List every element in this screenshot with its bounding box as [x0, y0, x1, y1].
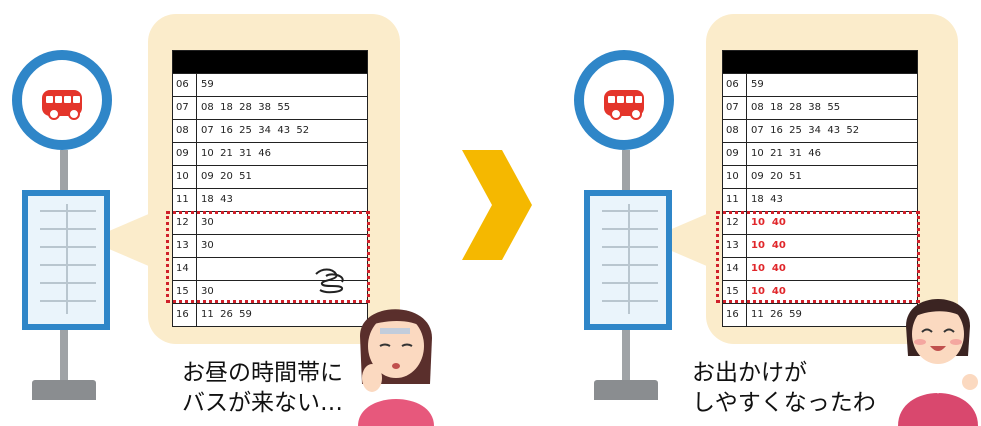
caption-after-line2: しやすくなったわ [692, 390, 876, 416]
timetable-hour: 10 [173, 166, 197, 188]
midday-highlight [166, 211, 370, 303]
midday-highlight [716, 211, 920, 303]
timetable-hour: 11 [723, 189, 747, 211]
timetable-row: 15 10 40 [723, 280, 917, 303]
timetable-hour: 07 [723, 97, 747, 119]
timetable-hour: 06 [723, 74, 747, 96]
timetable-minutes: 59 [201, 79, 214, 90]
timetable-minutes: 08 18 28 38 55 [751, 102, 841, 113]
timetable-hour: 09 [173, 143, 197, 165]
timetable-minutes: 09 20 51 [751, 171, 802, 182]
timetable-hour: 16 [173, 304, 197, 326]
timetable-minutes: 30 [201, 217, 214, 228]
timetable-row: 09 10 21 31 46 [723, 142, 917, 165]
timetable-row: 11 18 43 [173, 188, 367, 211]
timetable-minutes: 30 [201, 286, 214, 297]
timetable-minutes: 30 [201, 240, 214, 251]
timetable-row: 06 59 [173, 73, 367, 96]
timetable-minutes: 10 40 [751, 286, 786, 297]
timetable-hour: 12 [173, 212, 197, 234]
bus-icon [42, 90, 82, 120]
timetable-board [22, 190, 110, 330]
arrow-right-icon [462, 150, 532, 260]
timetable-row: 10 09 20 51 [173, 165, 367, 188]
timetable-minutes: 10 40 [751, 263, 786, 274]
happy-woman-illustration [898, 299, 978, 426]
bus-icon [604, 90, 644, 120]
timetable-hour: 13 [173, 235, 197, 257]
timetable-row: 13 30 [173, 234, 367, 257]
caption-before-line1: お昼の時間帯に [182, 360, 343, 386]
timetable-hour: 15 [723, 281, 747, 303]
timetable-hour: 08 [173, 120, 197, 142]
timetable-row: 14 [173, 257, 367, 280]
timetable-row: 11 18 43 [723, 188, 917, 211]
caption-before-line2: バスが来ない… [182, 390, 343, 416]
timetable-hour: 07 [173, 97, 197, 119]
timetable-row: 07 08 18 28 38 55 [173, 96, 367, 119]
timetable-row: 10 09 20 51 [723, 165, 917, 188]
timetable-minutes: 11 26 59 [751, 309, 802, 320]
timetable-hour: 12 [723, 212, 747, 234]
timetable-header [723, 51, 917, 73]
timetable-minutes: 11 26 59 [201, 309, 252, 320]
bus-stop-sign [12, 50, 112, 150]
timetable-hour: 11 [173, 189, 197, 211]
timetable-minutes: 10 21 31 46 [751, 148, 821, 159]
timetable-minutes: 10 21 31 46 [201, 148, 271, 159]
timetable-row: 09 10 21 31 46 [173, 142, 367, 165]
timetable-minutes: 10 40 [751, 240, 786, 251]
timetable-row: 06 59 [723, 73, 917, 96]
timetable-hour: 08 [723, 120, 747, 142]
timetable-row: 13 10 40 [723, 234, 917, 257]
timetable-minutes: 18 43 [751, 194, 783, 205]
timetable-hour: 15 [173, 281, 197, 303]
timetable-minutes: 08 18 28 38 55 [201, 102, 291, 113]
timetable-minutes: 18 43 [201, 194, 233, 205]
scribble-icon [315, 268, 344, 294]
timetable-hour: 13 [723, 235, 747, 257]
worried-woman-illustration [358, 309, 434, 426]
caption-after-line1: お出かけが [692, 360, 807, 386]
timetable-row: 16 11 26 59 [173, 303, 367, 326]
timetable-hour: 10 [723, 166, 747, 188]
timetable-minutes: 59 [751, 79, 764, 90]
timetable-minutes: 10 40 [751, 217, 786, 228]
timetable-minutes: 07 16 25 34 43 52 [201, 125, 310, 136]
bus-stop-sign [574, 50, 674, 150]
timetable-hour: 06 [173, 74, 197, 96]
timetable-header [173, 51, 367, 73]
sign-base [32, 380, 96, 400]
timetable-row: 08 07 16 25 34 43 52 [173, 119, 367, 142]
caption-after: お出かけが しやすくなったわ [692, 358, 876, 418]
caption-before: お昼の時間帯に バスが来ない… [182, 358, 343, 418]
sign-base [594, 380, 658, 400]
timetable-row: 07 08 18 28 38 55 [723, 96, 917, 119]
timetable-minutes: 09 20 51 [201, 171, 252, 182]
timetable-row: 16 11 26 59 [723, 303, 917, 326]
timetable-row: 14 10 40 [723, 257, 917, 280]
timetable-row: 08 07 16 25 34 43 52 [723, 119, 917, 142]
timetable-hour: 14 [723, 258, 747, 280]
timetable-hour: 16 [723, 304, 747, 326]
timetable-minutes: 07 16 25 34 43 52 [751, 125, 860, 136]
timetable-hour: 14 [173, 258, 197, 280]
timetable-hour: 09 [723, 143, 747, 165]
timetable-board [584, 190, 672, 330]
